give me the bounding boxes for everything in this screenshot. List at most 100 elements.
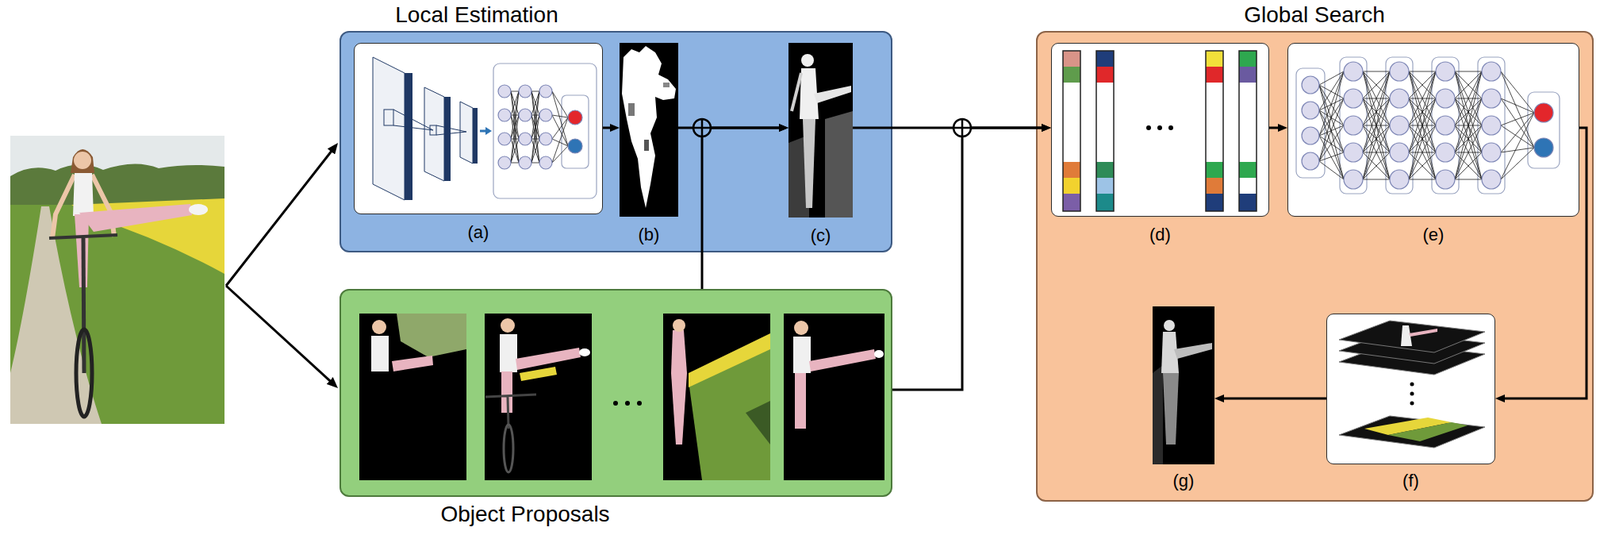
network-wire <box>531 91 540 139</box>
network-unit <box>518 156 532 169</box>
network-wire <box>510 115 519 163</box>
final-map <box>1152 319 1213 465</box>
network-wire <box>1408 98 1436 180</box>
layer-frame <box>1385 57 1413 194</box>
network-wire <box>531 91 540 163</box>
network-unit <box>518 84 532 98</box>
panel-label: (a) <box>468 222 490 242</box>
network-wire <box>531 115 540 163</box>
network-wire <box>510 162 519 164</box>
stage-title: Object Proposals <box>440 501 610 527</box>
stage-title: Global Search <box>1243 2 1385 28</box>
network-unit <box>1389 142 1409 162</box>
layer-frame <box>1339 57 1367 194</box>
network-wire <box>1500 112 1535 180</box>
input-arrows <box>226 147 334 384</box>
network-wire <box>1454 71 1482 153</box>
network-wire <box>531 91 540 139</box>
network-wire <box>1454 71 1482 99</box>
network-wire <box>1408 125 1436 180</box>
network-wire <box>1454 98 1482 180</box>
network-wire <box>1454 125 1482 180</box>
network-wire <box>1454 152 1482 180</box>
network-wire <box>1454 71 1482 126</box>
network-wire <box>1319 71 1344 136</box>
flow-arrow <box>602 126 614 130</box>
input-photo <box>10 135 225 424</box>
network-unit <box>1534 138 1554 158</box>
network-wire <box>1362 71 1390 73</box>
network-wire <box>510 91 519 93</box>
network-wire <box>1408 98 1436 180</box>
network-unit <box>1481 61 1501 81</box>
network-unit <box>539 132 553 146</box>
network-wire <box>510 91 519 139</box>
network-wire <box>1362 152 1390 180</box>
network-wire <box>1362 125 1390 180</box>
network-wire <box>1319 110 1344 180</box>
flow-arrow <box>702 127 783 289</box>
network-wire <box>531 138 540 163</box>
layer-frame <box>1477 57 1505 194</box>
network-unit <box>1435 169 1455 189</box>
cnn-layers <box>372 57 492 200</box>
network-wire <box>552 91 568 146</box>
network-wire <box>1362 71 1390 153</box>
network-unit <box>498 108 511 122</box>
network-wire <box>552 115 568 118</box>
network-wire <box>1500 147 1535 153</box>
network-wire <box>1408 71 1436 126</box>
network-unit <box>1343 169 1363 189</box>
network-unit <box>1389 169 1409 189</box>
network-wire <box>1362 71 1390 180</box>
network-wire <box>1408 71 1436 73</box>
flow-arrow <box>1269 126 1282 130</box>
network-wire <box>1319 71 1344 162</box>
network-wire <box>552 145 568 163</box>
network-wire <box>1362 71 1390 99</box>
network-unit <box>1301 101 1320 119</box>
network-unit <box>498 84 511 98</box>
network-wire <box>1408 71 1436 153</box>
network-wire <box>531 91 540 163</box>
network-unit <box>1343 61 1363 81</box>
network-wire <box>1408 71 1436 99</box>
network-unit <box>1481 115 1501 135</box>
network-wire <box>1319 84 1344 180</box>
network-wire <box>1362 125 1390 180</box>
network-unit <box>539 156 553 169</box>
network-wire <box>1454 98 1482 180</box>
network-unit <box>1435 61 1455 81</box>
network-wire <box>1454 179 1482 181</box>
network-wire <box>1319 98 1344 162</box>
network-wire <box>510 138 519 163</box>
network-wire <box>552 117 568 139</box>
network-unit <box>567 138 583 154</box>
network-unit <box>498 156 511 169</box>
network-unit <box>1435 115 1455 135</box>
network-wire <box>1408 71 1436 180</box>
network-wire <box>1500 71 1535 113</box>
panel-label: (e) <box>1423 224 1445 245</box>
flow-arrow <box>1500 127 1587 399</box>
feature-vectors <box>1062 50 1257 212</box>
network-unit <box>1435 88 1455 108</box>
network-wire <box>531 162 540 164</box>
network-wire <box>1319 135 1344 180</box>
network-unit <box>1301 152 1320 170</box>
network-drawing <box>1296 57 1560 194</box>
layer-frame <box>561 95 589 169</box>
network-wire <box>1319 161 1344 180</box>
layer-frame <box>1527 92 1560 169</box>
network-wire <box>1500 71 1535 148</box>
network-wire <box>1454 71 1482 126</box>
panel-label: (d) <box>1149 224 1171 245</box>
network-wire <box>1408 152 1436 180</box>
network-wire <box>510 115 519 163</box>
network-wire <box>1408 71 1436 126</box>
network-unit <box>1343 88 1363 108</box>
network-wire <box>531 115 540 163</box>
network-wire <box>510 91 519 139</box>
